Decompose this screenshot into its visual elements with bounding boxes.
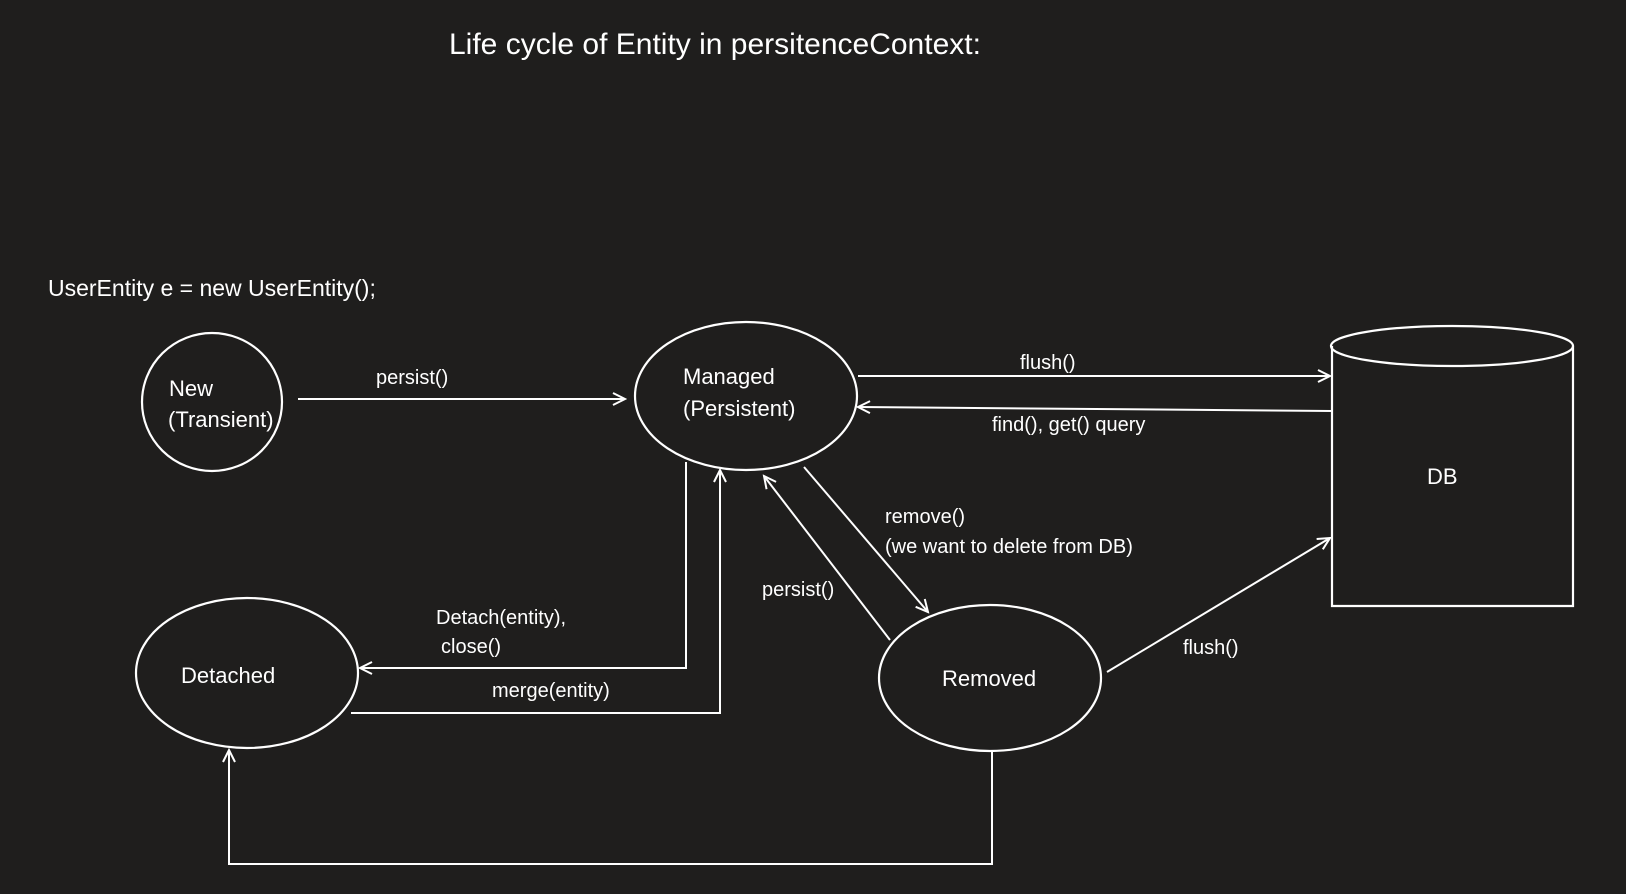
edge-removed-to-detached-line bbox=[229, 750, 993, 865]
edge-new-to-managed-label: persist() bbox=[376, 367, 448, 389]
node-managed-shape bbox=[633, 320, 859, 472]
edge-managed-to-db: flush() bbox=[858, 352, 1330, 376]
edge-managed-to-detached: Detach(entity), close() bbox=[360, 462, 687, 668]
node-managed: Managed (Persistent) bbox=[633, 320, 859, 472]
edge-detached-to-managed-line bbox=[351, 470, 720, 714]
edge-db-to-managed-line bbox=[858, 407, 1333, 411]
node-removed-shape bbox=[877, 603, 1103, 753]
edge-managed-to-removed: remove() (we want to delete from DB) bbox=[803, 466, 1133, 612]
edge-removed-to-managed-label: persist() bbox=[762, 579, 834, 601]
node-managed-label-line1: Managed bbox=[683, 364, 775, 389]
edge-removed-to-managed: persist() bbox=[762, 476, 891, 641]
edge-managed-to-detached-label-line1: Detach(entity), bbox=[436, 607, 566, 629]
node-detached-label: Detached bbox=[181, 663, 275, 688]
node-removed-label: Removed bbox=[942, 666, 1036, 691]
edge-new-to-managed: persist() bbox=[298, 367, 625, 399]
edge-db-to-managed: find(), get() query bbox=[858, 407, 1333, 436]
edge-managed-to-detached-line bbox=[360, 462, 687, 668]
edge-removed-to-db-line bbox=[1106, 538, 1330, 673]
node-new: New (Transient) bbox=[140, 331, 284, 473]
node-managed-label-line2: (Persistent) bbox=[683, 396, 795, 421]
edge-managed-to-removed-label-line2: (we want to delete from DB) bbox=[885, 536, 1133, 558]
edge-removed-to-db-label: flush() bbox=[1183, 637, 1239, 659]
node-db-label: DB bbox=[1427, 464, 1458, 489]
edge-detached-to-managed: merge(entity) bbox=[351, 470, 720, 714]
edge-managed-to-detached-label-line2: close() bbox=[441, 636, 501, 658]
diagram-title: Life cycle of Entity in persitenceContex… bbox=[449, 28, 981, 61]
node-db: DB bbox=[1329, 324, 1575, 608]
edge-detached-to-managed-label: merge(entity) bbox=[492, 680, 610, 702]
edge-managed-to-removed-line bbox=[803, 466, 928, 612]
node-new-shape bbox=[140, 331, 284, 473]
edge-removed-to-db: flush() bbox=[1106, 538, 1330, 673]
edge-managed-to-removed-label-line1: remove() bbox=[885, 506, 965, 528]
edge-removed-to-managed-line bbox=[764, 476, 891, 641]
node-removed: Removed bbox=[877, 603, 1103, 753]
node-detached: Detached bbox=[134, 596, 360, 750]
db-cylinder-body bbox=[1330, 346, 1575, 608]
node-new-label-line1: New bbox=[169, 376, 213, 401]
edge-removed-to-detached bbox=[229, 750, 993, 865]
edge-db-to-managed-label: find(), get() query bbox=[992, 414, 1145, 436]
code-line: UserEntity e = new UserEntity(); bbox=[48, 275, 376, 301]
node-new-label-line2: (Transient) bbox=[168, 407, 274, 432]
edge-managed-to-db-label: flush() bbox=[1020, 352, 1076, 374]
db-cylinder-top bbox=[1329, 324, 1575, 368]
